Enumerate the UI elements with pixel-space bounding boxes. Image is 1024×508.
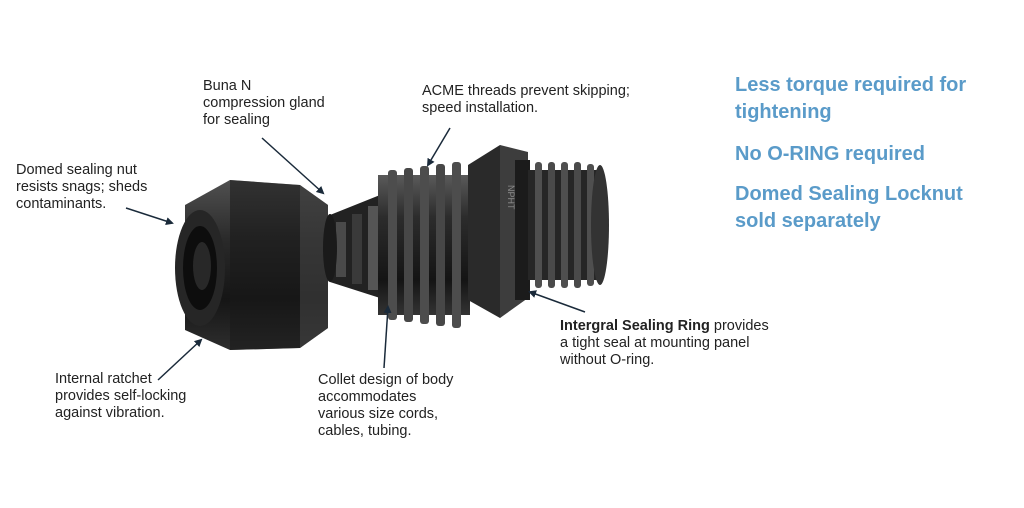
feature-less-torque: Less torque required for tightening bbox=[735, 74, 967, 123]
domed-sealing-nut bbox=[175, 180, 328, 350]
sealing-ring-title: Intergral Sealing Ring bbox=[560, 318, 710, 334]
acme-threads bbox=[378, 162, 470, 328]
callout-acme: ACME threads prevent skipping; speed ins… bbox=[422, 83, 630, 116]
callout-buna: Buna N compression gland for sealing bbox=[203, 78, 325, 128]
callout-sealing-ring: Intergral Sealing Ring provides a tight … bbox=[560, 318, 769, 368]
ratchet-arrow bbox=[157, 338, 203, 381]
product-marking: NPHT bbox=[506, 185, 516, 210]
collet-body bbox=[323, 195, 380, 298]
hex-body: NPHT bbox=[468, 145, 530, 318]
acme-arrow bbox=[426, 127, 451, 167]
feature-no-oring: No O-RING required bbox=[735, 143, 926, 165]
callout-collet: Collet design of body accommodates vario… bbox=[318, 372, 454, 439]
domed-nut-arrow bbox=[125, 207, 174, 225]
sealing-ring-arrow bbox=[528, 290, 586, 313]
male-threads bbox=[528, 162, 609, 288]
buna-arrow bbox=[261, 137, 325, 195]
callout-domed-nut: Domed sealing nut resists snags; sheds c… bbox=[16, 162, 148, 212]
feature-domed-locknut: Domed Sealing Locknut sold separately bbox=[735, 183, 963, 232]
collet-arrow bbox=[383, 305, 392, 369]
callout-ratchet: Internal ratchet provides self-locking a… bbox=[55, 371, 187, 421]
